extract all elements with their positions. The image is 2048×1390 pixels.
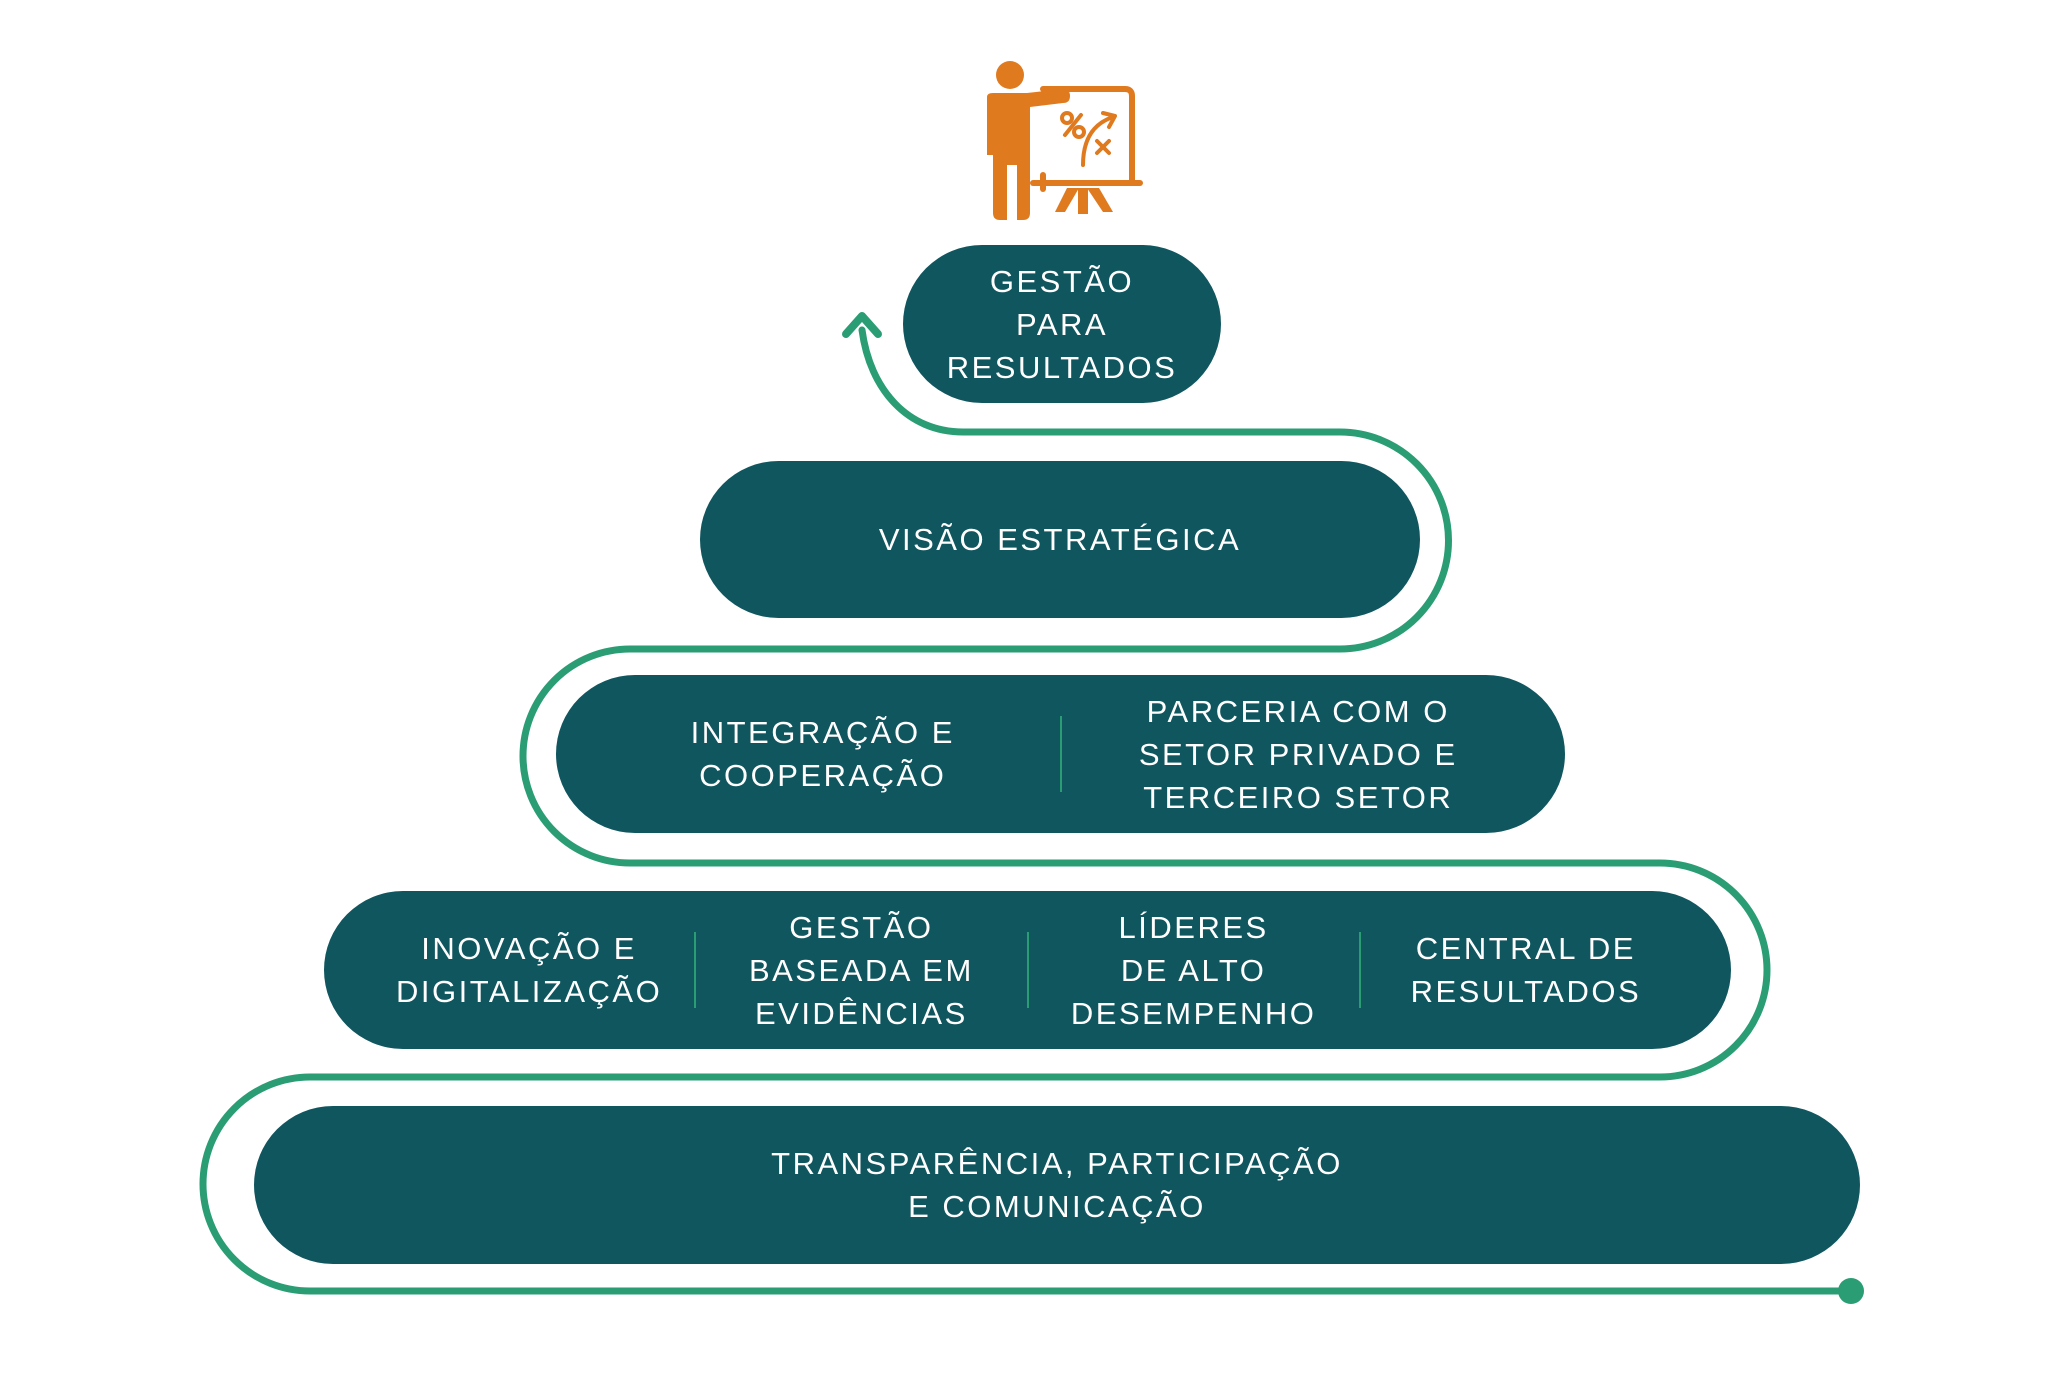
level-fourth-segment-3: LÍDERES DE ALTO DESEMPENHO [1029,891,1359,1049]
level-fourth-pill: INOVAÇÃO E DIGITALIZAÇÃO GESTÃO BASEADA … [324,891,1731,1049]
level-second-pill: VISÃO ESTRATÉGICA [700,461,1420,618]
segment-divider [1358,932,1361,1008]
label-lideres-alto-desempenho: LÍDERES DE ALTO DESEMPENHO [1070,909,1317,1031]
level-top-pill: GESTÃO PARA RESULTADOS [903,245,1221,403]
label-transparencia-participacao: TRANSPARÊNCIA, PARTICIPAÇÃO E COMUNICAÇÃ… [771,1146,1343,1224]
presenter-icon-svg [987,61,1143,220]
level-base-segment-1: TRANSPARÊNCIA, PARTICIPAÇÃO E COMUNICAÇÃ… [254,1106,1860,1264]
label-parceria-setor-privado: PARCERIA COM O SETOR PRIVADO E TERCEIRO … [1138,693,1458,815]
level-third-segment-1: INTEGRAÇÃO E COOPERAÇÃO [586,675,1060,833]
path-start-dot [1838,1278,1864,1304]
level-fourth-segment-2: GESTÃO BASEADA EM EVIDÊNCIAS [696,891,1026,1049]
path-line [199,326,1854,1295]
level-top-segment-1: GESTÃO PARA RESULTADOS [903,245,1221,403]
label-inovacao-digitalizacao: INOVAÇÃO E DIGITALIZAÇÃO [396,931,663,1009]
label-central-resultados: CENTRAL DE RESULTADOS [1410,931,1642,1009]
label-integracao-cooperacao: INTEGRAÇÃO E COOPERAÇÃO [690,715,955,793]
presenter-strategy-board-icon [975,55,1150,225]
label-gestao-baseada-evidencias: GESTÃO BASEADA EM EVIDÊNCIAS [748,909,974,1031]
level-third-pill: INTEGRAÇÃO E COOPERAÇÃO PARCERIA COM O S… [556,675,1565,833]
level-base-pill: TRANSPARÊNCIA, PARTICIPAÇÃO E COMUNICAÇÃ… [254,1106,1860,1264]
path-arrowhead [842,312,882,338]
level-third-segment-2: PARCERIA COM O SETOR PRIVADO E TERCEIRO … [1062,675,1536,833]
level-fourth-segment-4: CENTRAL DE RESULTADOS [1361,891,1691,1049]
level-second-segment-1: VISÃO ESTRATÉGICA [700,461,1420,618]
segment-divider [1059,716,1062,792]
label-visao-estrategica: VISÃO ESTRATÉGICA [878,522,1242,557]
level-fourth-segment-1: INOVAÇÃO E DIGITALIZAÇÃO [364,891,694,1049]
label-gestao-para-resultados: GESTÃO PARA RESULTADOS [946,263,1178,385]
segment-divider [694,932,697,1008]
segment-divider [1026,932,1029,1008]
